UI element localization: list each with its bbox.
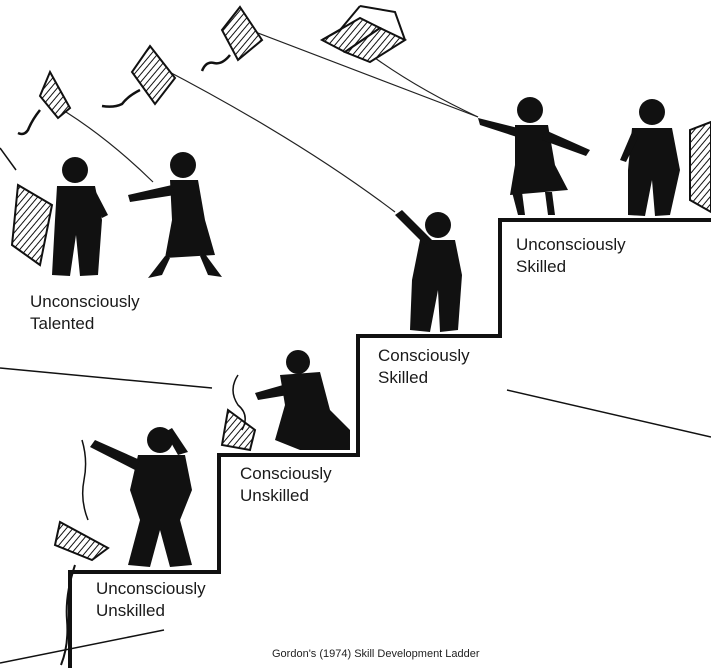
kite-strings (65, 29, 479, 213)
label-line2: Unskilled (96, 601, 165, 620)
label-line1: Unconsciously (96, 579, 206, 598)
figure-kneeling (255, 350, 350, 450)
kite-icon-small-left (17, 69, 72, 136)
pointer-line-bottom-left (0, 629, 165, 664)
label-consciously-unskilled: Consciously Unskilled (240, 463, 332, 507)
figure-talented-boy (52, 157, 108, 276)
label-unconsciously-talented: Unconsciously Talented (30, 291, 140, 335)
label-unconsciously-unskilled: Unconsciously Unskilled (96, 578, 206, 622)
figure-talented-girl (128, 152, 222, 278)
label-line2: Skilled (516, 257, 567, 276)
pointer-line-right (506, 389, 711, 438)
kite-icon-middle (101, 44, 177, 108)
diagram-caption: Gordon's (1974) Skill Development Ladder (272, 648, 480, 660)
figure-bottom-step (90, 427, 192, 567)
pointer-line-top-left (0, 147, 17, 171)
box-kite-icon (319, 5, 408, 64)
label-line1: Consciously (240, 464, 332, 483)
label-line2: Talented (30, 314, 95, 333)
kite-icon-kneeling (220, 374, 257, 452)
staircase (68, 218, 711, 668)
kite-icon-bottom (53, 439, 110, 666)
label-consciously-skilled: Consciously Skilled (378, 345, 470, 389)
figure-top-woman (478, 97, 590, 215)
kite-icon-right-edge (689, 120, 711, 214)
label-line1: Unconsciously (516, 235, 626, 254)
pointer-line-middle-left (0, 367, 213, 389)
label-line1: Consciously (378, 346, 470, 365)
label-line2: Unskilled (240, 486, 309, 505)
kite-icon-ground-left (10, 183, 54, 267)
figure-top-man (620, 99, 680, 216)
label-line2: Skilled (378, 368, 429, 387)
label-line1: Unconsciously (30, 292, 140, 311)
kite-icon-top (200, 5, 264, 72)
figure-skilled-boy (395, 210, 462, 332)
label-unconsciously-skilled: Unconsciously Skilled (516, 234, 626, 278)
